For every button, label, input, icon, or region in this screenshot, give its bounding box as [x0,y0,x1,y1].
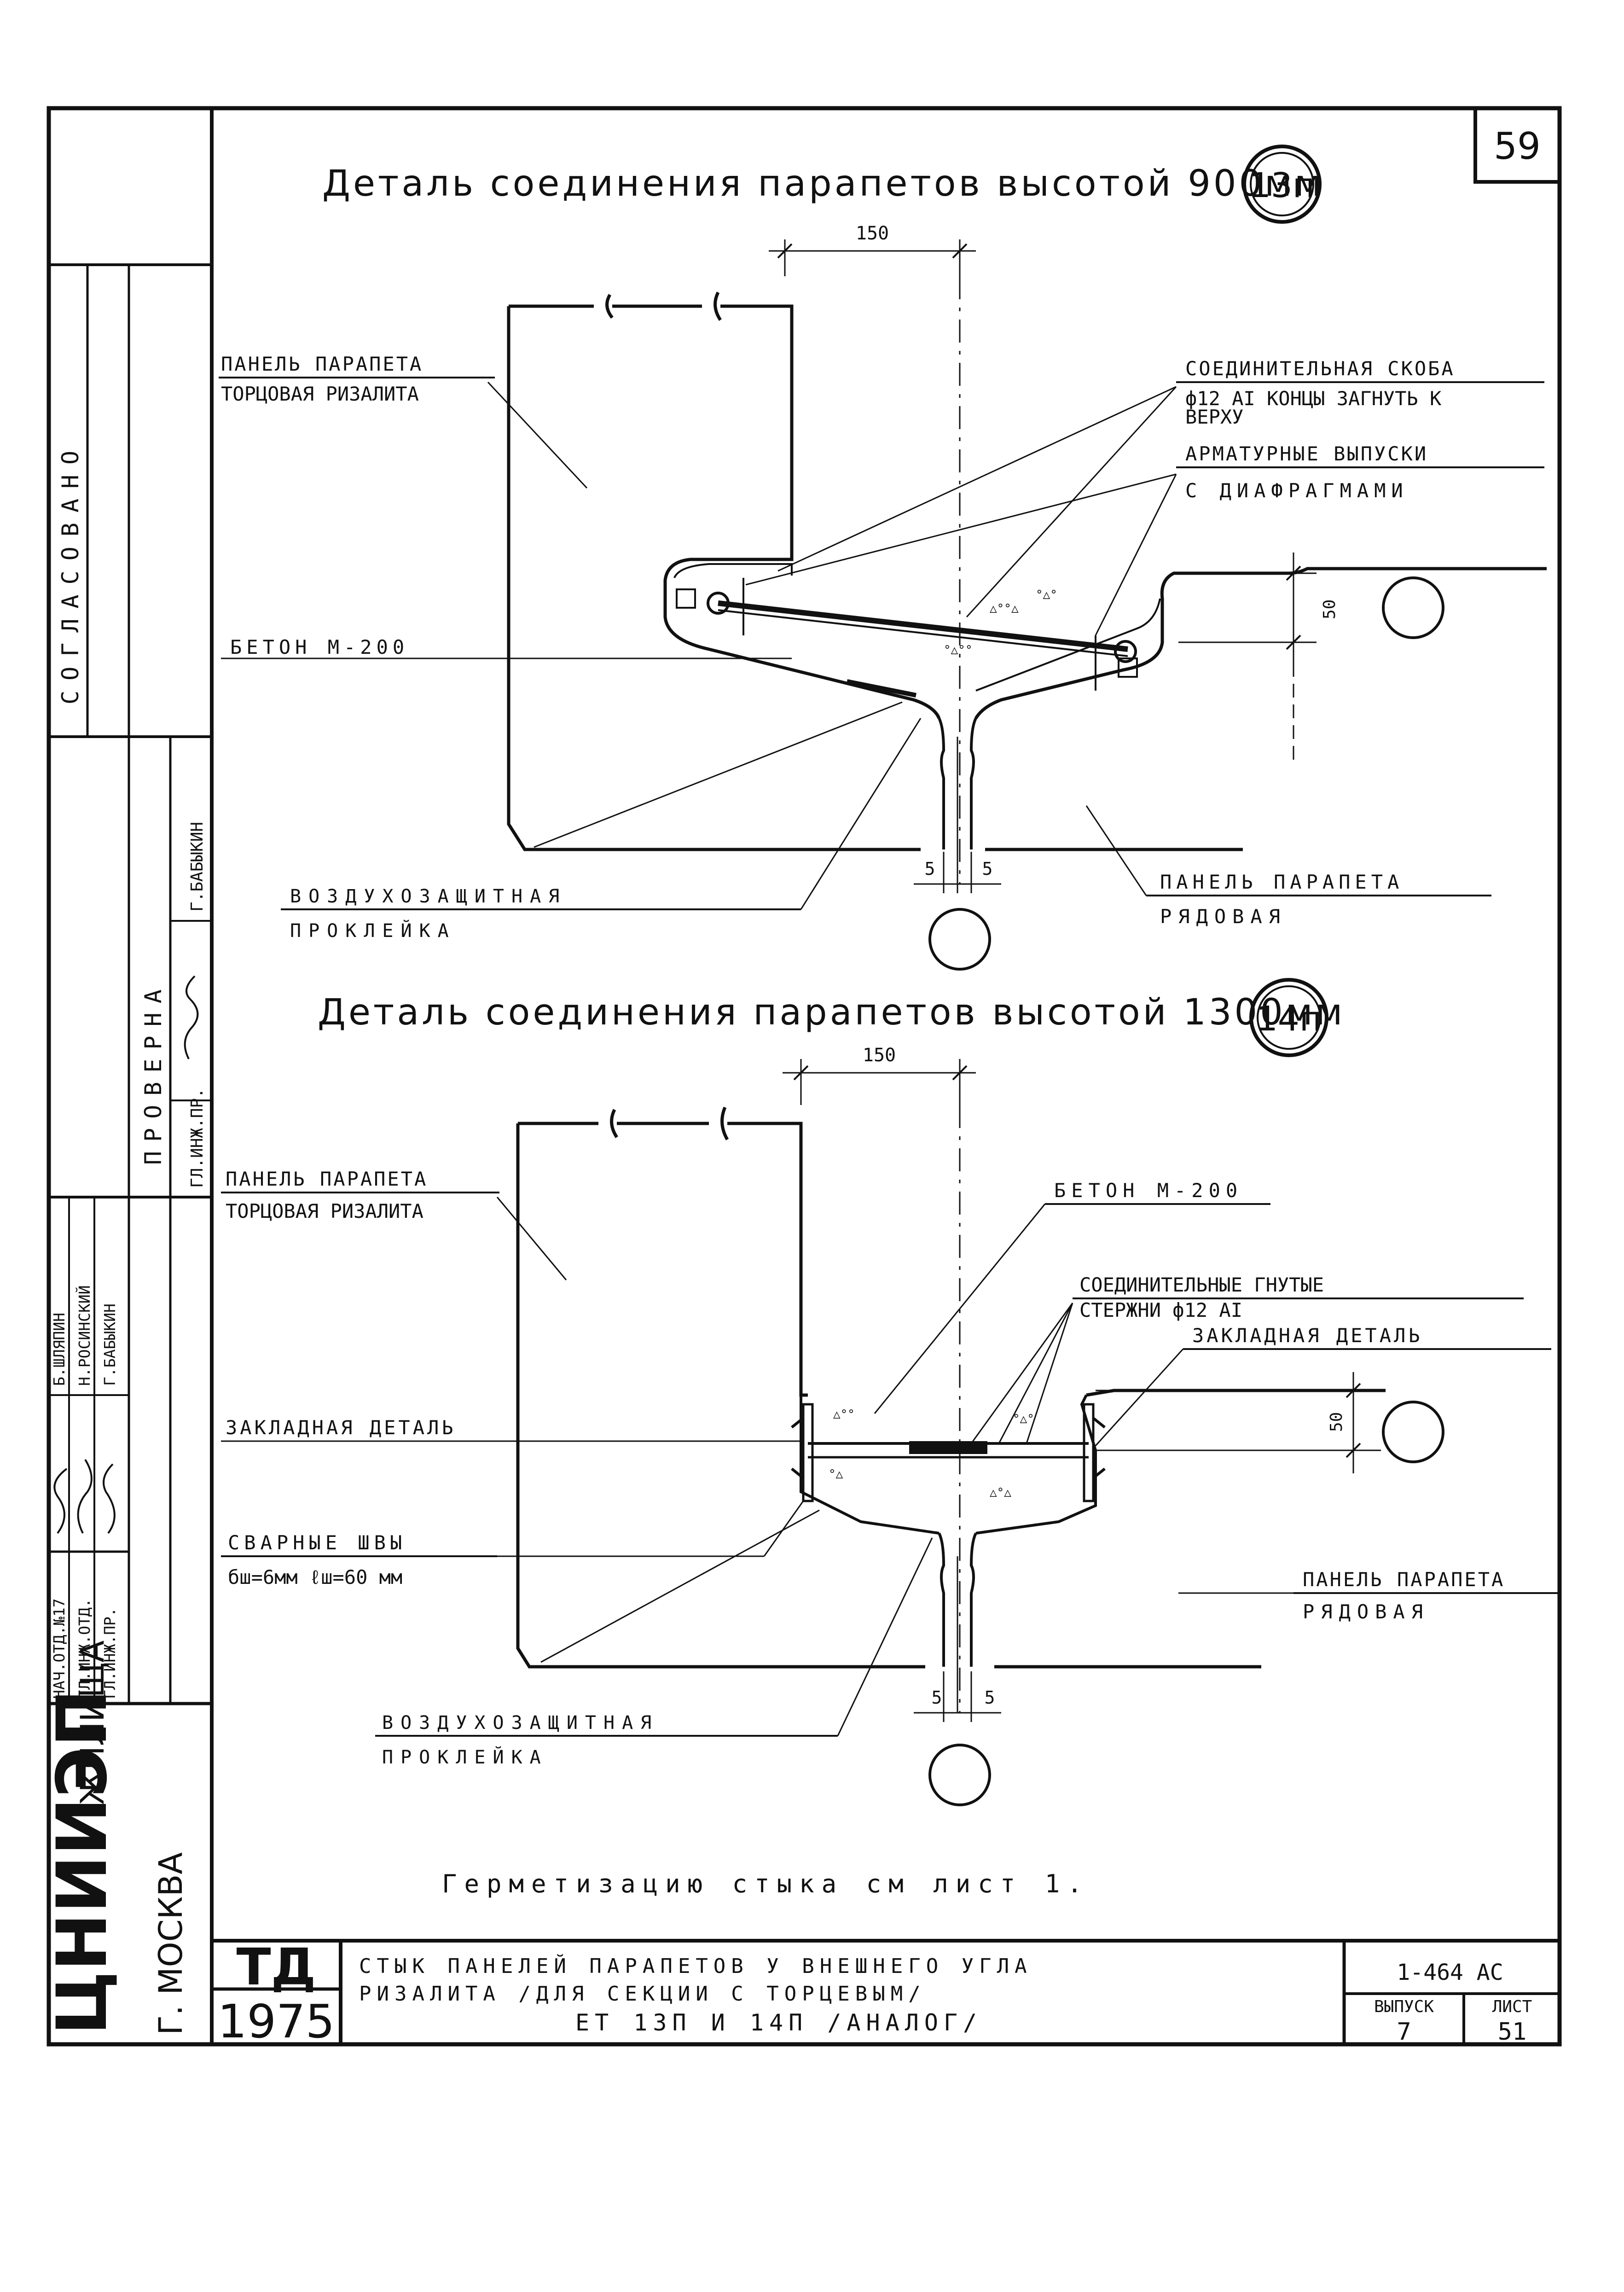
detail-13-label-panel-end-2: ТОРЦОВАЯ РИЗАЛИТА [221,383,419,405]
detail-13-row-panel [974,567,1547,851]
detail-14-label-panel-row-1: ПАНЕЛЬ ПАРАПЕТА [1303,1568,1505,1591]
sheet-outer-frame [46,106,1562,2047]
stamp-org: ЦНИИЭП [42,1689,122,2035]
detail-13-label-panel-end-1: ПАНЕЛЬ ПАРАПЕТА [221,353,423,375]
title-year: 1975 [218,1995,335,2048]
detail-13-label-bracket-1: СОЕДИНИТЕЛЬНАЯ СКОБА [1185,357,1455,380]
title-issue: 7 [1397,2018,1411,2046]
detail-13-gap-right: 5 [982,859,993,879]
detail-14-label-panel-row-2: РЯДОВАЯ [1303,1600,1429,1623]
stamp-role-2: ГЛ.ИНЖ.ОТД. [75,1598,93,1699]
side-stamp: СОГЛАСОВАНО ПРОВЕРНА ГЛ.ИНЖ.ПР. Г.БАБЫКИ… [42,263,212,2035]
svg-text:△°△: △°△ [990,1486,1011,1500]
stamp-name-2: Н.РОСИНСКИЙ [75,1285,93,1386]
detail-14-label-welds-2: бш=6мм ℓш=60 мм [228,1566,402,1588]
detail-14-embed-left [802,1403,814,1502]
detail-14: Деталь соединения парапетов высотой 1300… [221,978,1560,1806]
title-sheet: 51 [1498,2018,1527,2046]
detail-13-label-gasket-1: ВОЗДУХОЗАЩИТНАЯ [290,886,567,907]
detail-14-label-gasket-1: ВОЗДУХОЗАЩИТНАЯ [382,1712,659,1734]
detail-14-label-embed-left: ЗАКЛАДНАЯ ДЕТАЛЬ [226,1416,456,1439]
detail-13: Деталь соединения парапетов высотой 900м… [219,145,1547,971]
detail-14-dim-150: 150 [863,1045,896,1066]
detail-13-label-gasket-2: ПРОКЛЕЙКА [290,919,456,942]
svg-text:°△°: °△° [1036,588,1057,602]
svg-text:△°°: △°° [833,1408,855,1421]
detail-14-label-embed-right: ЗАКЛАДНАЯ ДЕТАЛЬ [1192,1324,1423,1347]
title-col-issue: ВЫПУСК [1374,1997,1434,2016]
detail-14-rods [909,1441,987,1454]
detail-13-badge-circle [1242,145,1322,224]
title-line-3: ЕТ 13П И 14П /АНАЛОГ/ [575,2009,982,2036]
detail-14-gap-left: 5 [932,1687,942,1708]
detail-14-end-panel [516,1106,925,1669]
svg-text:°△: °△ [829,1467,843,1481]
detail-13-label-rebar-2: С ДИАФРАГМАМИ [1185,479,1409,502]
detail-13-label-bracket-3: ВЕРХУ [1185,406,1243,428]
stamp-org-suffix: ЖИЛИЩА [74,1640,111,1805]
detail-14-label-rods-2: СТЕРЖНИ ф12 АI [1079,1299,1242,1321]
stamp-role-3: ГЛ.ИНЖ.ПР. [101,1607,119,1699]
title-line-2: РИЗАЛИТА /ДЛЯ СЕКЦИИ С ТОРЦЕВЫМ/ [359,1982,926,2006]
title-col-sheet: ЛИСТ [1492,1997,1532,2016]
detail-13-title: Деталь соединения парапетов высотой 900м… [322,163,1324,204]
title-line-1: СТЫК ПАНЕЛЕЙ ПАРАПЕТОВ У ВНЕШНЕГО УГЛА [359,1954,1032,1978]
stamp-city: Г. МОСКВА [152,1852,190,2035]
sealing-note: Герметизацию стыка см лист 1. [442,1869,1090,1898]
stamp-chief-eng-pr: ГЛ.ИНЖ.ПР. [188,1088,207,1188]
detail-14-dim-50: 50 [1327,1412,1346,1432]
detail-13-label-rebar-1: АРМАТУРНЫЕ ВЫПУСКИ [1185,442,1428,465]
detail-13-gap-left: 5 [925,859,935,879]
svg-text:°△°°: °△°° [944,643,973,657]
title-series: ТД [236,1937,316,1996]
detail-14-label-panel-end-1: ПАНЕЛЬ ПАРАПЕТА [226,1168,428,1190]
stamp-name-3: Г.БАБЫКИН [101,1303,119,1386]
sheet-number: 59 [1494,125,1541,168]
detail-14-gap-right: 5 [985,1687,995,1708]
detail-13-end-panel [507,291,941,851]
svg-text:△°°△: △°°△ [990,602,1019,616]
detail-13-joint [938,717,977,849]
svg-text:°△°: °△° [1013,1412,1034,1426]
stamp-checker-name: Г.БАБЫКИН [188,822,207,912]
detail-14-label-panel-end-2: ТОРЦОВАЯ РИЗАЛИТА [226,1200,423,1222]
detail-14-badge-circle [1249,978,1328,1057]
detail-13-label-panel-row-1: ПАНЕЛЬ ПАРАПЕТА [1160,871,1404,893]
detail-14-embed-right [1083,1403,1095,1502]
detail-14-badge: 14п [1256,999,1322,1039]
detail-13-badge: 13п [1249,166,1315,205]
detail-14-label-welds-1: СВАРНЫЕ ШВЫ [228,1531,406,1554]
detail-14-title: Деталь соединения парапетов высотой 1300… [318,992,1345,1033]
checker-signature [184,975,199,1059]
title-block: ТД 1975 СТЫК ПАНЕЛЕЙ ПАРАПЕТОВ У ВНЕШНЕГ… [212,1937,1560,2048]
detail-14-label-rods-1: СОЕДИНИТЕЛЬНЫЕ ГНУТЫЕ [1079,1274,1324,1296]
stamp-signatures [53,1459,116,1534]
detail-13-label-concrete: БЕТОН М-200 [230,636,409,658]
detail-13-label-bracket-2: ф12 АI КОНЦЫ ЗАГНУТЬ К [1185,387,1442,410]
stamp-role-1: НАЧ.ОТД.№17 [50,1598,68,1699]
detail-14-label-concrete: БЕТОН М-200 [1054,1179,1243,1202]
detail-14-label-gasket-2: ПРОКЛЕЙКА [382,1746,548,1768]
detail-13-label-panel-row-2: РЯДОВАЯ [1160,905,1287,928]
detail-13-dim-150: 150 [856,223,889,244]
title-code: 1-464 АС [1397,1960,1503,1985]
stamp-agreed: СОГЛАСОВАНО [57,441,84,704]
stamp-name-1: Б.ШЛЯПИН [50,1313,68,1386]
detail-13-bracket-rod [718,600,1128,652]
stamp-checked: ПРОВЕРНА [140,980,167,1165]
sheet-number-box [1473,106,1561,184]
detail-14-joint [938,1532,977,1667]
detail-13-dim-50: 50 [1320,599,1339,619]
